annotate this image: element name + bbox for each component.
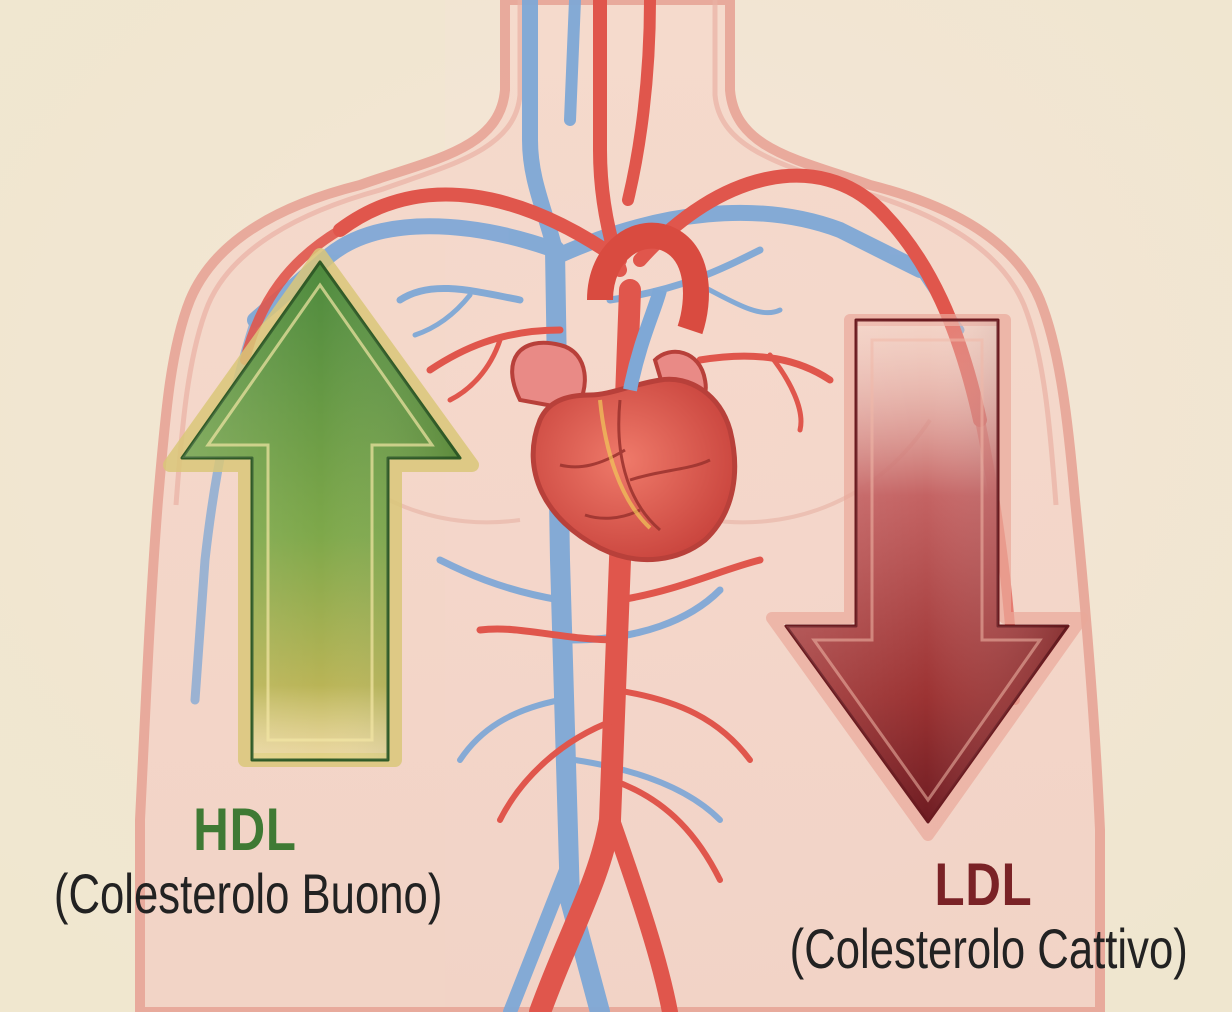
ldl-label: LDL (Colesterolo Cattivo) bbox=[735, 855, 1232, 977]
hdl-subtitle: (Colesterolo Buono) bbox=[54, 866, 436, 922]
hdl-title: HDL bbox=[44, 800, 446, 860]
ldl-subtitle: (Colesterolo Cattivo) bbox=[790, 921, 1178, 977]
hdl-label: HDL (Colesterolo Buono) bbox=[0, 800, 490, 922]
vein-neck-right bbox=[570, 0, 575, 120]
ldl-title: LDL bbox=[780, 855, 1188, 915]
